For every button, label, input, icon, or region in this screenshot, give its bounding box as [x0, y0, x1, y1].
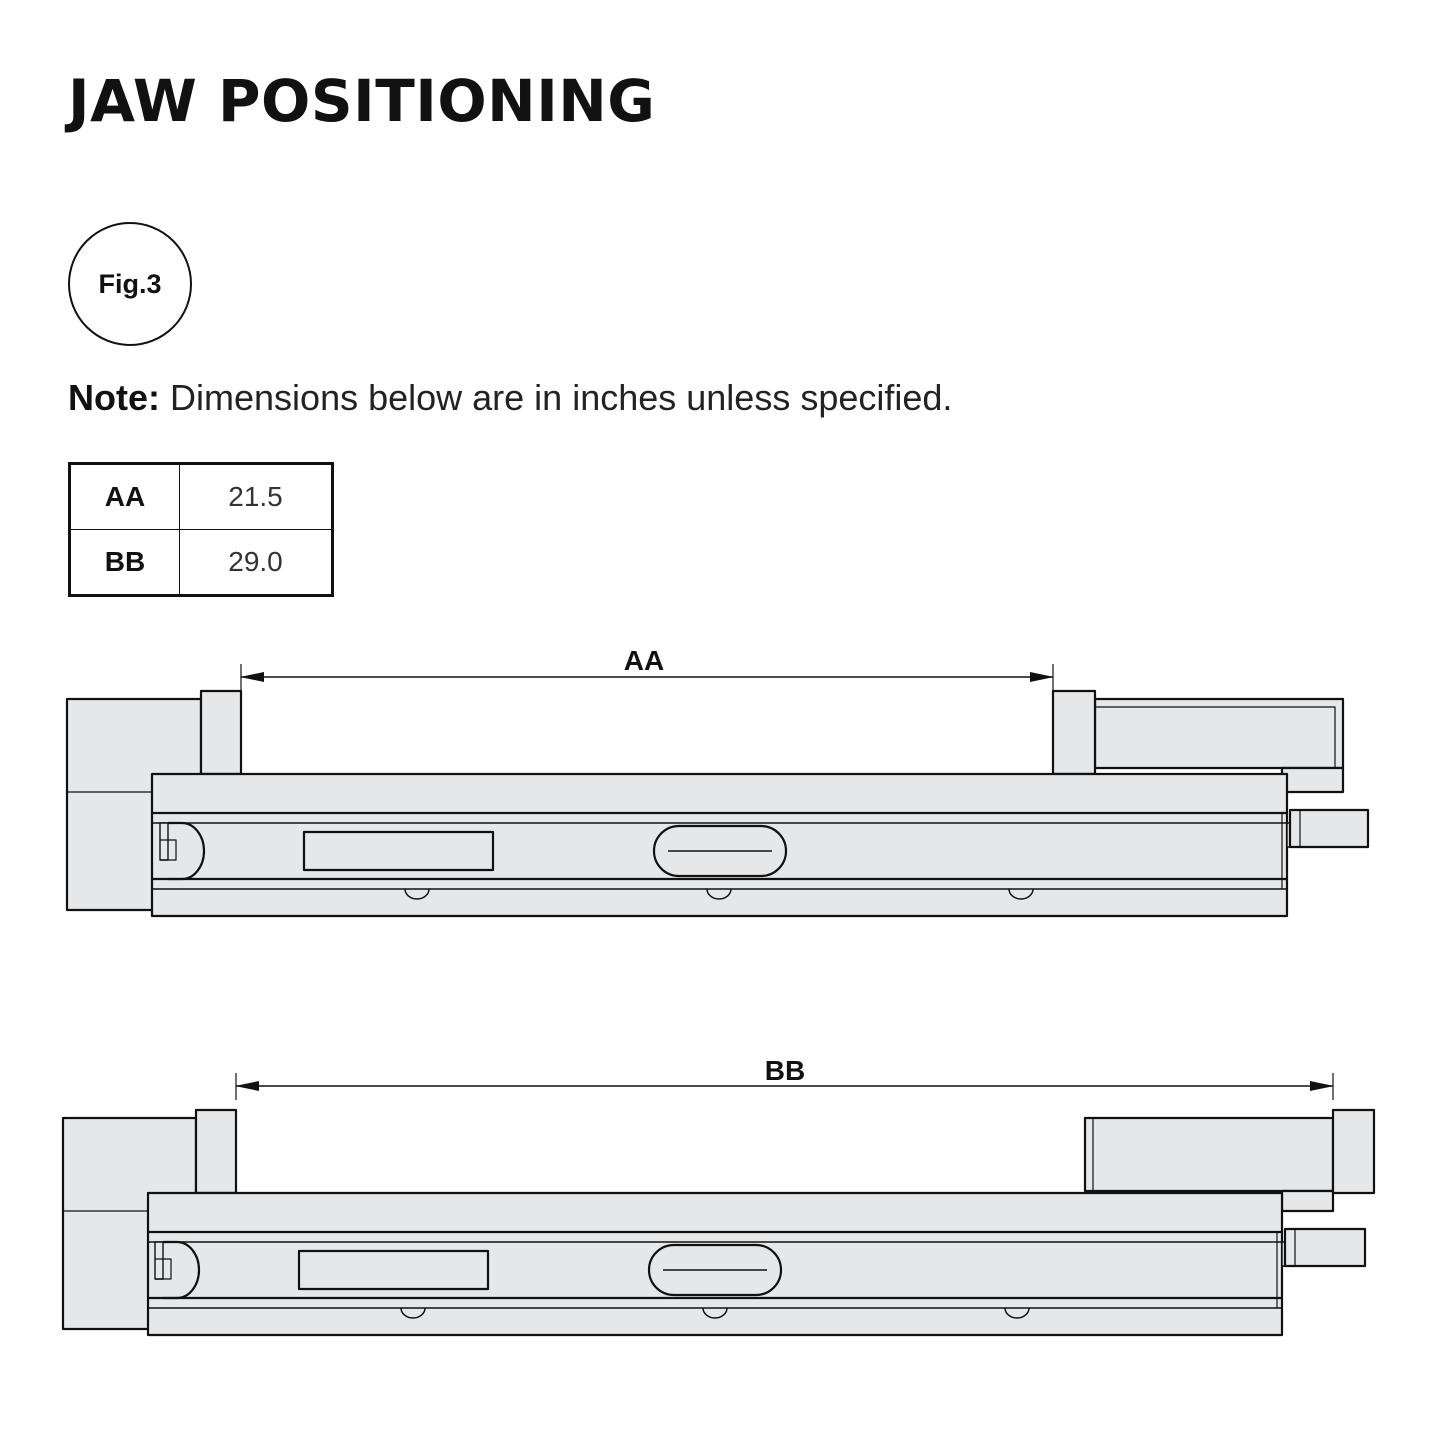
body-slot [302, 830, 495, 872]
note-text: Dimensions below are in inches unless sp… [170, 377, 953, 418]
fixed-jaw [199, 689, 243, 776]
fixed-jaw [194, 1108, 238, 1195]
dimension-key: BB [69, 529, 180, 596]
dimension-line-bb [235, 1073, 1334, 1100]
dimension-label-bb: BB [765, 1055, 805, 1086]
figure-label-badge: Fig.3 [68, 222, 192, 346]
note: Note: Dimensions below are in inches unl… [68, 376, 952, 419]
note-label: Note: [68, 377, 160, 418]
movable-jaw [1051, 689, 1097, 776]
vise-drawing-bb: BB [61, 1055, 1376, 1337]
vise-drawing-aa: AA [65, 645, 1370, 918]
dimension-value: 29.0 [179, 529, 333, 596]
dimension-label-aa: AA [624, 645, 664, 676]
figure-label: Fig.3 [98, 268, 162, 299]
page-title: JAW POSITIONING [68, 67, 656, 135]
dimensions-table: AA 21.5 BB 29.0 [68, 462, 334, 597]
dimension-key: AA [69, 463, 180, 530]
body-slot [297, 1249, 490, 1291]
movable-carriage [1083, 1116, 1335, 1193]
dimension-line-aa [240, 664, 1054, 690]
movable-carriage [1093, 697, 1345, 770]
table-row: BB 29.0 [69, 529, 333, 596]
movable-jaw [1331, 1108, 1376, 1195]
